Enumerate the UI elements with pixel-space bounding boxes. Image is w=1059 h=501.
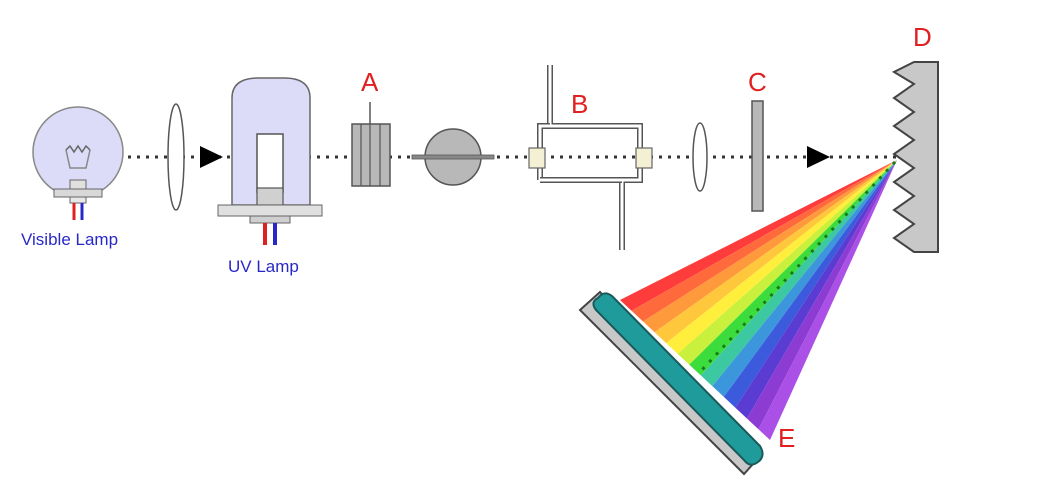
detector	[578, 290, 764, 476]
spectrum-band	[735, 160, 897, 419]
slit	[751, 100, 764, 212]
beam-arrow-1	[200, 146, 223, 168]
uv-lamp	[217, 77, 323, 245]
lens-2	[692, 122, 708, 192]
spectrum-band	[746, 160, 897, 430]
detector-label: E	[778, 423, 795, 453]
spectrum-band	[677, 160, 897, 365]
spectrum-band	[654, 160, 897, 344]
spectrum-band	[666, 160, 897, 354]
sample-cell	[528, 65, 653, 250]
diffraction-grating	[891, 61, 939, 253]
grating-label: D	[913, 22, 932, 52]
beam-arrow-2	[807, 146, 830, 168]
filter-label: A	[361, 67, 379, 97]
spectrum-band	[758, 160, 897, 440]
visible-lamp-label: Visible Lamp	[21, 230, 118, 249]
slit-label: C	[748, 67, 767, 97]
filter	[351, 102, 391, 187]
spectrum-band	[620, 160, 897, 311]
chopper-disc	[411, 128, 495, 186]
spectrum-band	[712, 160, 897, 397]
spectrum-band	[643, 160, 897, 333]
spectrum-band	[700, 160, 897, 387]
sample-cell-label: B	[571, 89, 588, 119]
visible-lamp	[32, 106, 124, 220]
uv-lamp-label: UV Lamp	[228, 257, 299, 276]
spectrum-band	[631, 160, 897, 322]
lens-1	[167, 103, 185, 211]
spectrum-band	[723, 160, 897, 408]
dispersed-spectrum	[620, 160, 897, 440]
